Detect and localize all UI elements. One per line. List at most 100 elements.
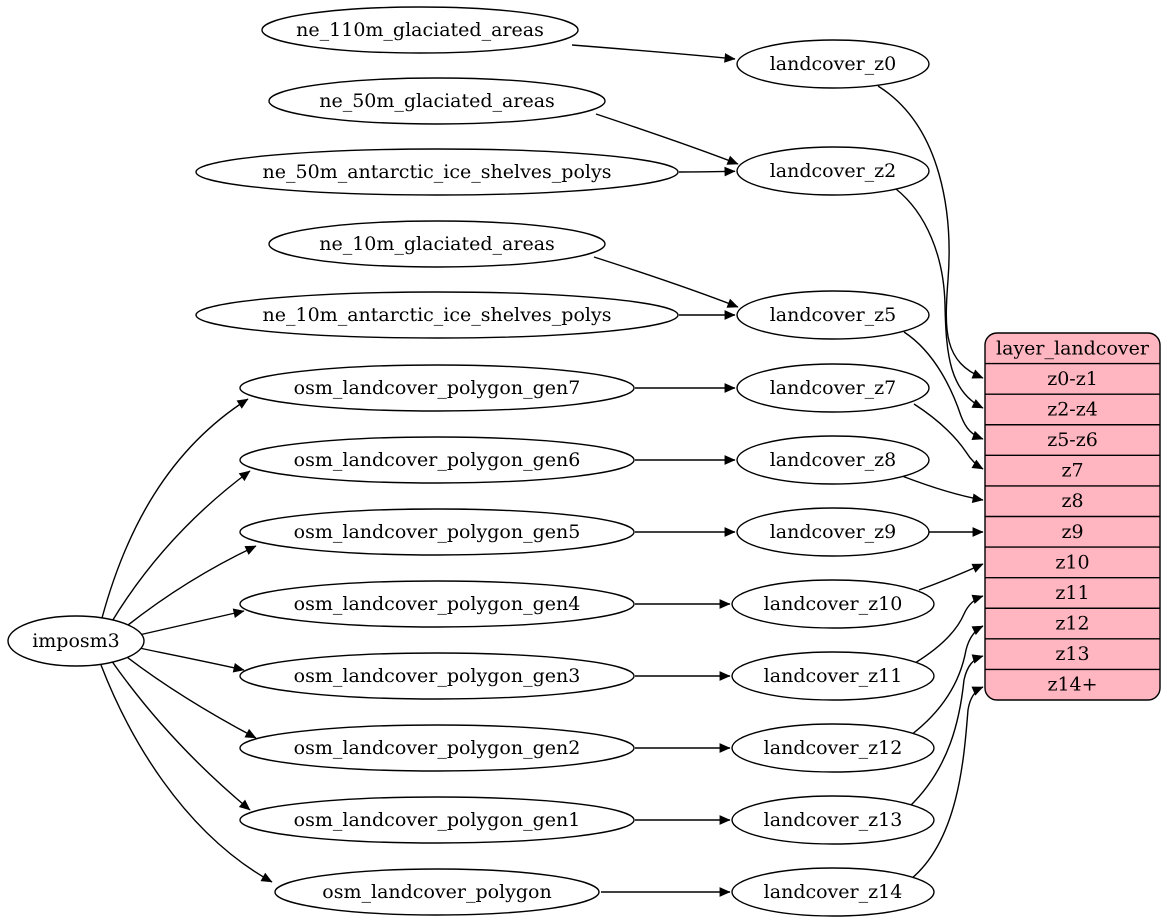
- node-label-osm_landcover_polygon_gen2: osm_landcover_polygon_gen2: [294, 737, 581, 759]
- edge-ne_50m_glaciated_areas-to-landcover_z2: [595, 113, 739, 165]
- node-landcover_z5: landcover_z5: [736, 290, 930, 340]
- table-row-label-z5-z6: z5-z6: [1047, 429, 1098, 451]
- node-imposm3: imposm3: [7, 615, 145, 667]
- node-ne_10m_glaciated_areas: ne_10m_glaciated_areas: [268, 220, 606, 268]
- node-shape-ne_50m_glaciated_areas: [268, 77, 606, 125]
- node-shape-landcover_z0: [736, 39, 930, 89]
- node-label-landcover_z7: landcover_z7: [770, 377, 897, 399]
- table-row-label-z7: z7: [1061, 460, 1083, 482]
- table-row-z5-z6: z5-z6: [1047, 429, 1098, 451]
- node-osm_landcover_polygon_gen1: osm_landcover_polygon_gen1: [239, 796, 635, 844]
- table-row-label-z11: z11: [1055, 582, 1089, 604]
- node-label-ne_10m_glaciated_areas: ne_10m_glaciated_areas: [319, 233, 555, 255]
- node-label-osm_landcover_polygon_gen4: osm_landcover_polygon_gen4: [294, 593, 581, 615]
- node-landcover_z14: landcover_z14: [731, 867, 935, 917]
- edge-landcover_z13-to-layer_landcover-z13: [908, 654, 984, 808]
- node-shape-osm_landcover_polygon_gen7: [239, 364, 635, 412]
- table-row-label-z10: z10: [1055, 551, 1089, 573]
- node-label-landcover_z9: landcover_z9: [770, 521, 897, 543]
- table-row-z9: z9: [1061, 521, 1083, 543]
- table-row-z12: z12: [1055, 613, 1089, 635]
- node-label-ne_110m_glaciated_areas: ne_110m_glaciated_areas: [296, 19, 544, 41]
- table-header-label: layer_landcover: [996, 337, 1150, 359]
- node-landcover_z9: landcover_z9: [736, 507, 930, 557]
- edge-landcover_z0-to-layer_landcover-z0-z1: [877, 85, 984, 379]
- node-label-osm_landcover_polygon_gen7: osm_landcover_polygon_gen7: [294, 377, 581, 399]
- edge-imposm3-to-osm_landcover_polygon_gen6: [110, 470, 251, 624]
- edge-landcover_z11-to-layer_landcover-z11: [914, 594, 984, 664]
- node-ne_10m_antarctic_ice_shelves_polys: ne_10m_antarctic_ice_shelves_polys: [195, 291, 679, 339]
- node-label-osm_landcover_polygon: osm_landcover_polygon: [322, 881, 551, 903]
- node-label-landcover_z8: landcover_z8: [770, 449, 897, 471]
- table-row-label-z2-z4: z2-z4: [1047, 398, 1098, 420]
- table-row-z8: z8: [1061, 490, 1083, 512]
- node-shape-landcover_z14: [731, 867, 935, 917]
- table-row-z14+: z14+: [1047, 674, 1097, 696]
- node-label-landcover_z14: landcover_z14: [764, 881, 903, 903]
- edge-imposm3-to-osm_landcover_polygon_gen1: [110, 659, 251, 811]
- node-shape-ne_10m_antarctic_ice_shelves_polys: [195, 291, 679, 339]
- edge-landcover_z7-to-layer_landcover-z7: [913, 403, 984, 470]
- node-landcover_z11: landcover_z11: [731, 651, 935, 701]
- node-label-ne_50m_antarctic_ice_shelves_polys: ne_50m_antarctic_ice_shelves_polys: [263, 161, 612, 183]
- table-layer_landcover: layer_landcover z0-z1 z2-z4 z5-z6 z7 z8 z9 z10 z…: [984, 332, 1161, 701]
- node-landcover_z7: landcover_z7: [736, 363, 930, 413]
- node-shape-landcover_z2: [736, 146, 930, 196]
- node-osm_landcover_polygon_gen2: osm_landcover_polygon_gen2: [239, 724, 635, 772]
- node-shape-osm_landcover_polygon_gen6: [239, 436, 635, 484]
- node-osm_landcover_polygon_gen5: osm_landcover_polygon_gen5: [239, 508, 635, 556]
- table-row-z7: z7: [1061, 460, 1083, 482]
- edge-landcover_z10-to-layer_landcover-z10: [918, 563, 984, 591]
- node-landcover_z2: landcover_z2: [736, 146, 930, 196]
- table-row-z11: z11: [1055, 582, 1089, 604]
- node-shape-landcover_z8: [736, 435, 930, 485]
- node-osm_landcover_polygon_gen7: osm_landcover_polygon_gen7: [239, 364, 635, 412]
- node-ne_110m_glaciated_areas: ne_110m_glaciated_areas: [261, 6, 579, 54]
- node-shape-landcover_z5: [736, 290, 930, 340]
- table-row-label-z14+: z14+: [1047, 674, 1097, 696]
- node-shape-imposm3: [7, 615, 145, 667]
- table-row-label-z9: z9: [1061, 521, 1083, 543]
- edge-landcover_z14-to-layer_landcover-z14+: [910, 686, 984, 880]
- edge-landcover_z8-to-layer_landcover-z8: [901, 475, 984, 503]
- node-label-landcover_z2: landcover_z2: [770, 160, 897, 182]
- node-ne_50m_antarctic_ice_shelves_polys: ne_50m_antarctic_ice_shelves_polys: [195, 148, 679, 196]
- node-shape-osm_landcover_polygon_gen4: [239, 580, 635, 628]
- node-label-landcover_z0: landcover_z0: [770, 53, 897, 75]
- node-label-landcover_z13: landcover_z13: [764, 809, 903, 831]
- table-row-z2-z4: z2-z4: [1047, 398, 1098, 420]
- edge-ne_10m_glaciated_areas-to-landcover_z5: [593, 256, 739, 308]
- node-shape-osm_landcover_polygon_gen2: [239, 724, 635, 772]
- node-shape-osm_landcover_polygon_gen5: [239, 508, 635, 556]
- node-osm_landcover_polygon_gen6: osm_landcover_polygon_gen6: [239, 436, 635, 484]
- node-label-landcover_z11: landcover_z11: [764, 665, 903, 687]
- node-label-osm_landcover_polygon_gen6: osm_landcover_polygon_gen6: [294, 449, 581, 471]
- node-shape-landcover_z10: [731, 579, 935, 629]
- node-osm_landcover_polygon_gen4: osm_landcover_polygon_gen4: [239, 580, 635, 628]
- node-landcover_z13: landcover_z13: [731, 795, 935, 845]
- node-shape-osm_landcover_polygon_gen1: [239, 796, 635, 844]
- node-shape-landcover_z11: [731, 651, 935, 701]
- table-row-z13: z13: [1055, 643, 1089, 665]
- edge-imposm3-to-osm_landcover_polygon_gen7: [101, 398, 249, 619]
- edge-ne_50m_antarctic_ice_shelves_polys-to-landcover_z2: [678, 166, 736, 177]
- table-row-z0-z1: z0-z1: [1047, 368, 1098, 390]
- edge-imposm3-to-osm_landcover_polygon: [100, 664, 273, 883]
- edge-imposm3-to-osm_landcover_polygon_gen5: [122, 545, 257, 630]
- edge-ne_110m_glaciated_areas-to-landcover_z0: [571, 44, 736, 63]
- edge-imposm3-to-osm_landcover_polygon_gen3: [138, 647, 245, 673]
- node-landcover_z0: landcover_z0: [736, 39, 930, 89]
- table-row-label-z13: z13: [1055, 643, 1089, 665]
- node-shape-landcover_z13: [731, 795, 935, 845]
- node-shape-osm_landcover_polygon: [274, 868, 600, 916]
- node-landcover_z10: landcover_z10: [731, 579, 935, 629]
- node-shape-landcover_z7: [736, 363, 930, 413]
- node-label-ne_10m_antarctic_ice_shelves_polys: ne_10m_antarctic_ice_shelves_polys: [263, 304, 612, 326]
- table-row-label-z8: z8: [1061, 490, 1083, 512]
- table-row-label-z12: z12: [1055, 613, 1089, 635]
- node-shape-landcover_z9: [736, 507, 930, 557]
- node-shape-ne_110m_glaciated_areas: [261, 6, 579, 54]
- edge-imposm3-to-osm_landcover_polygon_gen4: [138, 608, 245, 636]
